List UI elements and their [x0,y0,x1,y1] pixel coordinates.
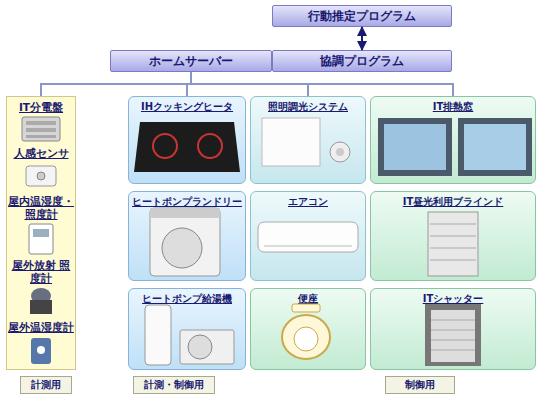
sensor-lens [37,172,45,180]
outdoor-sensor-dot [37,346,45,354]
node-label: 計測・制御用 [144,378,204,392]
node-label: 人感センサ [7,147,75,160]
node-label: IT昼光利用ブラインド [371,195,535,208]
device-box: IT排熱窓 [370,96,536,184]
server-box: ホームサーバー [110,50,272,72]
device-box: ヒートポンプランドリー [128,191,246,281]
node-label: 照明調光システム [251,100,365,113]
tank-photo [145,305,171,365]
node-label: 制御用 [405,378,435,392]
blind-slat [430,248,476,249]
seat-hole [294,327,318,351]
dimmer-photo [330,142,350,162]
shutter-slat [431,340,475,341]
node-label: ホームサーバー [149,53,233,70]
aircon-vent [264,246,352,247]
shutter-door [431,310,475,362]
device-box: IT昼光利用ブラインド [370,191,536,281]
seat-hinge [292,304,320,312]
outdoor-unit-fan [188,335,212,359]
window-sky [384,124,446,170]
washer-panel [150,208,220,218]
bus-line [187,72,191,96]
panel-photo [22,117,60,141]
device-box: ITシャッター [370,288,536,370]
pyranometer-base [30,300,52,314]
program-box: 協調プログラム [272,50,452,72]
light-panel-photo [262,118,320,166]
node-label: ITシャッター [371,292,535,305]
node-label: IT分電盤 [7,101,75,114]
washer-door [162,228,202,268]
thermometer-display [33,229,49,237]
bus-line [41,72,191,96]
node-label: 計測用 [31,378,61,392]
device-box: IHクッキングヒータ [128,96,246,184]
bus-line [191,72,453,96]
window-sky [464,124,526,170]
node-label: IT排熱窓 [371,100,535,113]
node-label: ヒートポンプランドリー [129,195,245,208]
washer-photo [150,208,220,276]
outdoor-sensor-photo [31,338,51,364]
shutter-slat [431,330,475,331]
cooktop-photo [134,122,240,172]
blind-slat [430,260,476,261]
seat-photo [282,315,330,359]
sensor-photo [26,166,56,186]
category-tag: 制御用 [385,376,455,394]
device-box: 照明調光システム [250,96,366,184]
thermometer-photo [29,224,53,254]
panel-breaker [26,135,56,138]
window-photo [458,118,532,176]
device-box: エアコン [250,191,366,281]
node-label: 屋外温湿度計 [7,321,75,334]
device-box: ヒートポンプ給湯機 [128,288,246,370]
shutter-slat [431,350,475,351]
node-label: 屋内温湿度・ 照度計 [7,195,75,221]
blind-slat [430,224,476,225]
category-tag: 計測用 [20,376,72,394]
shutter-photo [425,304,481,366]
blind-slat [430,236,476,237]
node-label: ヒートポンプ給湯機 [129,292,245,305]
node-label: 行動推定プログラム [308,8,416,25]
node-label: IHクッキングヒータ [129,100,245,113]
panel-breaker [26,121,56,125]
dimmer-center [336,148,344,156]
double-arrow [361,27,363,50]
aircon-photo [258,222,358,252]
blind-photo [428,212,478,276]
device-box: 便座 [250,288,366,370]
category-tag: 計測・制御用 [133,376,215,394]
sensor-band: IT分電盤人感センサ屋内温湿度・ 照度計屋外放射 照度計屋外温湿度計 [6,96,76,370]
window-photo [378,118,452,176]
node-label: 協調プログラム [320,53,404,70]
bus-line [191,72,308,96]
pyranometer-dome [31,288,51,304]
node-label: エアコン [251,195,365,208]
cooktop-ring [198,134,222,158]
node-label: 便座 [251,292,365,305]
shutter-slat [431,320,475,321]
program-box: 行動推定プログラム [272,5,452,27]
outdoor-unit-photo [180,330,234,364]
node-label: 屋外放射 照度計 [7,259,75,285]
panel-breaker [26,128,56,132]
cooktop-ring [153,134,177,158]
